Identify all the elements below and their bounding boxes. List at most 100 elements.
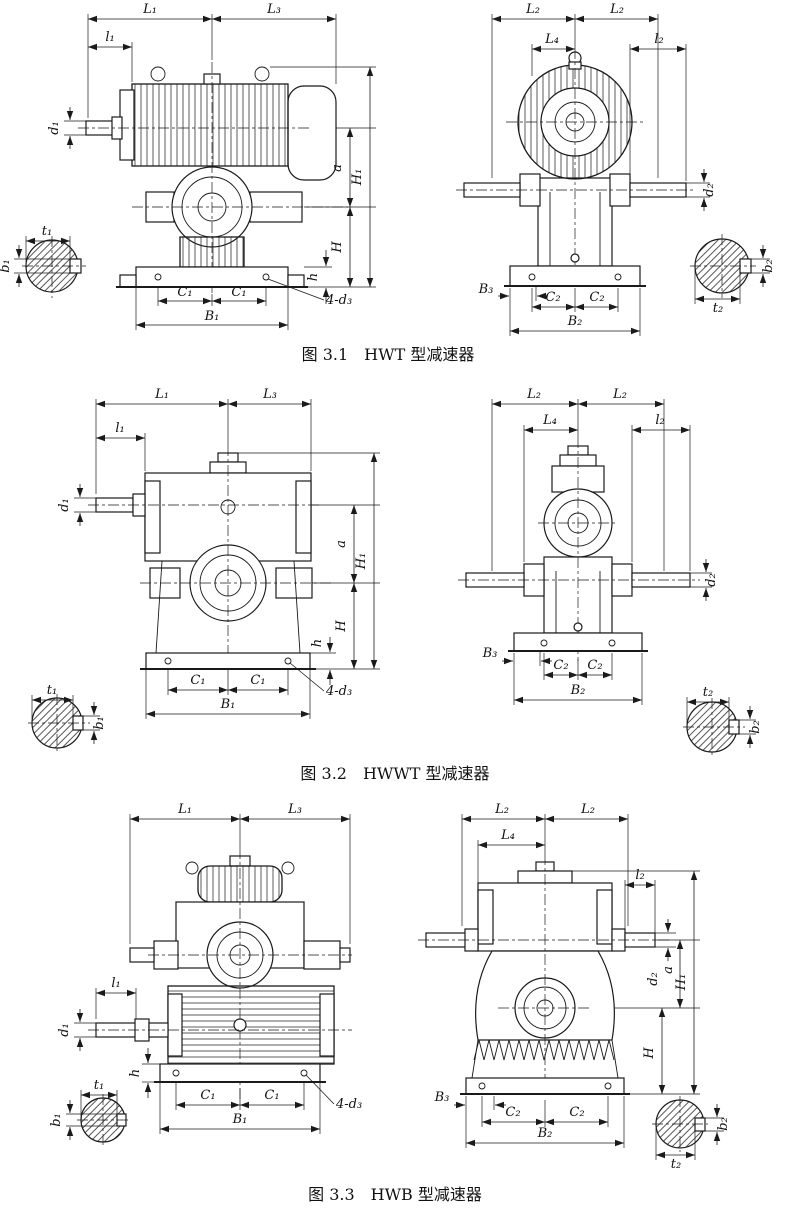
dim-label-L3: L₃	[266, 2, 281, 17]
dim-label-H1: H₁	[354, 553, 369, 571]
dim-label-C1: C₁	[231, 285, 246, 300]
dim-label-h: h	[310, 639, 325, 647]
dim-label-H: H	[642, 1047, 657, 1060]
hwt-front-view	[78, 62, 348, 294]
dim-label-b2: b₂	[748, 720, 763, 734]
dim-label-l2: l₂	[654, 32, 663, 47]
dim-label-L1: L₁	[142, 2, 157, 17]
dim-label-d2: d₂	[704, 573, 719, 587]
hwwt-side-view	[458, 437, 700, 661]
dim-label-t2: t₂	[671, 1157, 681, 1172]
dim-label-L2: L₂	[580, 802, 595, 817]
dim-label-B3: B₃	[478, 282, 494, 297]
foot-hole	[154, 273, 162, 281]
dim-label-L4: L₄	[500, 828, 515, 843]
hwb-side-view	[418, 854, 672, 1095]
dim-label-C1: C₁	[264, 1088, 279, 1103]
foot-hole	[172, 1069, 180, 1077]
figure-hwt: L₁ L₃ l₁ d₁ a H H₁ h C₁ C₁ B₁ 4	[0, 2, 776, 364]
foot-hole	[614, 273, 622, 281]
figure-caption-hwwt: 图 3.2 HWWT 型减速器	[300, 764, 489, 783]
foot-hole	[608, 639, 616, 647]
dim-label-B3: B₃	[434, 1090, 450, 1105]
dim-label-a: a	[334, 540, 349, 548]
dim-label-t2: t₂	[703, 685, 713, 700]
dim-label-l2: l₂	[635, 868, 644, 883]
dim-label-L3: L₃	[287, 802, 302, 817]
hwwt-shaft-section-output: t₂ b₂	[683, 685, 763, 756]
foot-hole	[540, 639, 548, 647]
dim-label-b1: b₁	[0, 259, 13, 273]
foot-hole	[164, 657, 172, 665]
dim-label-d1: d₁	[57, 1023, 72, 1037]
dim-label-H: H	[330, 241, 345, 254]
dim-label-t2: t₂	[713, 301, 723, 316]
dim-label-4d3: 4-d₃	[325, 293, 352, 308]
dim-label-B1: B₁	[232, 1112, 248, 1127]
dim-label-4d3: 4-d₃	[325, 684, 352, 699]
dim-label-a: a	[661, 966, 676, 974]
hwwt-side-dimensions: L₂ L₂ L₄ l₂ d₂ B₃ C₂ C₂ B₂	[482, 387, 719, 705]
dim-label-b1: b₁	[49, 1113, 64, 1127]
dim-label-L1: L₁	[154, 387, 169, 402]
dim-label-L2: L₂	[525, 2, 540, 17]
dim-label-t1: t₁	[47, 683, 57, 698]
dim-label-L2: L₂	[609, 2, 624, 17]
dim-label-C2: C₂	[589, 290, 604, 305]
dim-label-C2: C₂	[587, 658, 602, 673]
dim-label-C2: C₂	[553, 658, 568, 673]
dim-label-L2: L₂	[612, 387, 627, 402]
dim-label-L1: L₁	[177, 802, 192, 817]
dim-label-L4: L₄	[544, 32, 559, 47]
dim-label-C2: C₂	[505, 1105, 520, 1120]
dim-label-B2: B₂	[567, 314, 583, 329]
foot-hole	[262, 273, 270, 281]
base	[159, 1063, 321, 1083]
figure-hwb: L₁ L₃ l₁ d₁ h C₁ C₁ B₁ 4-d₃	[49, 802, 731, 1204]
hwb-front-dimensions: L₁ L₃ l₁ d₁ h C₁ C₁ B₁ 4-d₃	[57, 802, 362, 1134]
dim-label-b1: b₁	[92, 716, 107, 730]
foot-hole	[300, 1069, 308, 1077]
dim-label-d2: d₂	[702, 183, 717, 197]
hwt-front-dimensions: L₁ L₃ l₁ d₁ a H H₁ h C₁ C₁ B₁ 4	[47, 2, 376, 330]
keyway	[694, 1117, 706, 1132]
dim-label-H: H	[334, 620, 349, 633]
dim-label-b2: b₂	[716, 1117, 731, 1131]
dim-label-L4: L₄	[542, 413, 557, 428]
lifting-eye	[254, 66, 270, 82]
dim-label-B3: B₃	[482, 646, 498, 661]
dim-label-b2: b₂	[761, 259, 776, 273]
dim-label-C1: C₁	[200, 1088, 215, 1103]
hwt-shaft-section-output: b₂ t₂	[690, 234, 776, 316]
figure-caption-hwb: 图 3.3 HWB 型减速器	[308, 1185, 482, 1204]
lifting-eye	[281, 861, 295, 875]
dim-label-l1: l₁	[105, 30, 114, 45]
figure-hwwt: L₁ L₃ l₁ d₁ a H H₁ h C₁ C₁ B₁ 4	[28, 387, 763, 783]
hwt-side-dimensions: L₂ L₂ L₄ l₂ d₂ B₃ C₂ C₂ B₂	[478, 2, 717, 336]
dim-label-L2: L₂	[494, 802, 509, 817]
dim-label-B2: B₂	[570, 683, 586, 698]
foot-hole	[478, 1082, 486, 1090]
figure-caption-hwt: 图 3.1 HWT 型减速器	[302, 345, 475, 364]
hwwt-front-dimensions: L₁ L₃ l₁ d₁ a H H₁ h C₁ C₁ B₁ 4	[57, 387, 380, 719]
dim-label-L3: L₃	[262, 387, 277, 402]
dim-label-d1: d₁	[47, 121, 62, 135]
dim-label-C1: C₁	[190, 673, 205, 688]
dim-label-h: h	[128, 1069, 143, 1077]
foot-hole	[284, 657, 292, 665]
dim-label-h: h	[306, 273, 321, 281]
hwt-side-view	[456, 48, 696, 294]
dim-label-B2: B₂	[537, 1126, 553, 1141]
dim-label-t1: t₁	[42, 224, 52, 239]
lifting-eye	[185, 861, 199, 875]
hwwt-shaft-section-input: t₁ b₁	[28, 683, 107, 754]
hwb-front-view	[88, 848, 352, 1102]
base	[465, 1077, 625, 1095]
dim-label-C2: C₂	[545, 290, 560, 305]
base	[513, 632, 643, 652]
dim-label-t1: t₁	[94, 1078, 104, 1093]
hwb-shaft-section-input: t₁ b₁	[49, 1078, 131, 1146]
dim-label-C1: C₁	[250, 673, 265, 688]
dim-label-l1: l₁	[111, 976, 120, 991]
